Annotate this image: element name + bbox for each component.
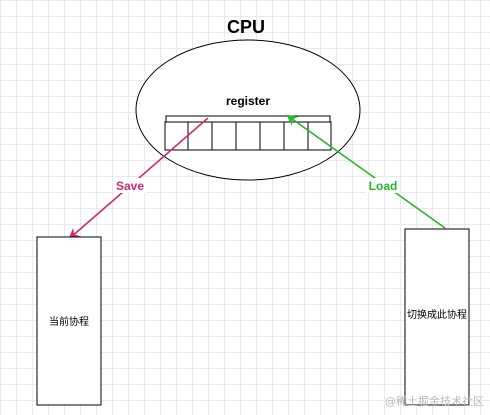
next-process-label: 切换成此协程: [407, 308, 467, 321]
watermark: @稀土掘金技术社区: [385, 394, 484, 408]
register-cells: [164, 121, 332, 151]
register-frame: [164, 121, 332, 151]
register-bracket: [165, 115, 331, 122]
current-process-box: [36, 236, 102, 406]
load-label-bg: [366, 178, 400, 193]
load-arrow: [286, 114, 446, 229]
register-label: register: [226, 94, 270, 108]
cpu-ellipse: [135, 39, 361, 181]
next-process-box: [404, 228, 470, 406]
save-label: Save: [116, 179, 144, 193]
save-label-bg: [114, 178, 146, 193]
load-label: Load: [369, 179, 398, 193]
cpu-label: CPU: [227, 17, 265, 37]
current-process-label: 当前协程: [49, 315, 89, 328]
